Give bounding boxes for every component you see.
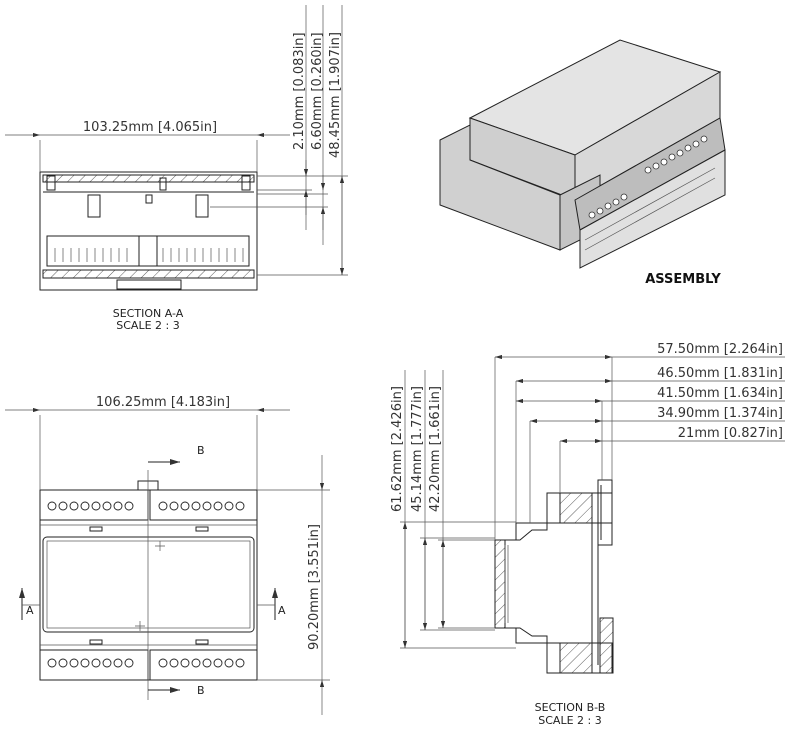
section-b-b-scale: SCALE 2 : 3 <box>538 714 601 727</box>
dimension-41-50mm: 41.50mm [1.634in] <box>657 386 783 401</box>
section-a-a-view: 103.25mm [4.065in] 2.10mm [0.083in] 6.60… <box>5 5 348 332</box>
section-b-b-title: SECTION B-B <box>535 701 606 714</box>
dimension-42-20mm: 42.20mm [1.661in] <box>428 386 443 512</box>
dimension-34-90mm: 34.90mm [1.374in] <box>657 406 783 421</box>
section-b-label-top: B <box>197 444 205 457</box>
dimension-61-62mm: 61.62mm [2.426in] <box>390 386 405 512</box>
dimension-width-a-a: 103.25mm [4.065in] <box>83 120 217 135</box>
section-b-b-body <box>494 479 614 674</box>
section-a-a-scale: SCALE 2 : 3 <box>116 319 179 332</box>
front-view: 106.25mm [4.183in] 90.20mm [3.551in] B B… <box>5 395 330 715</box>
dimension-46-50mm: 46.50mm [1.831in] <box>657 366 783 381</box>
section-a-a-title: SECTION A-A <box>113 307 184 320</box>
assembly-title: ASSEMBLY <box>645 272 721 287</box>
section-a-label-left: A <box>26 604 34 617</box>
dimension-45-14mm: 45.14mm [1.777in] <box>410 386 425 512</box>
section-marker-b-top: B <box>148 444 205 465</box>
front-view-body <box>39 470 258 700</box>
assembly-isometric-view: ASSEMBLY <box>439 39 726 287</box>
section-b-label-bottom: B <box>197 684 205 697</box>
terminal-block-icon <box>588 135 708 219</box>
dimension-height-front: 90.20mm [3.551in] <box>307 524 322 650</box>
dimension-57-50mm: 57.50mm [2.264in] <box>657 342 783 357</box>
dimension-21mm: 21mm [0.827in] <box>678 426 783 441</box>
section-marker-b-bottom: B <box>148 684 205 697</box>
section-marker-a-right: A <box>257 588 286 620</box>
dimension-2-10mm: 2.10mm [0.083in] <box>292 32 307 150</box>
section-b-b-view: 57.50mm [2.264in] 46.50mm [1.831in] 41.5… <box>390 342 785 727</box>
dimension-6-60mm: 6.60mm [0.260in] <box>310 32 325 150</box>
dimension-48-45mm: 48.45mm [1.907in] <box>328 32 343 158</box>
section-marker-a-left: A <box>19 588 40 620</box>
section-a-a-body <box>39 171 258 291</box>
section-a-label-right: A <box>278 604 286 617</box>
dimension-width-front: 106.25mm [4.183in] <box>96 395 230 410</box>
